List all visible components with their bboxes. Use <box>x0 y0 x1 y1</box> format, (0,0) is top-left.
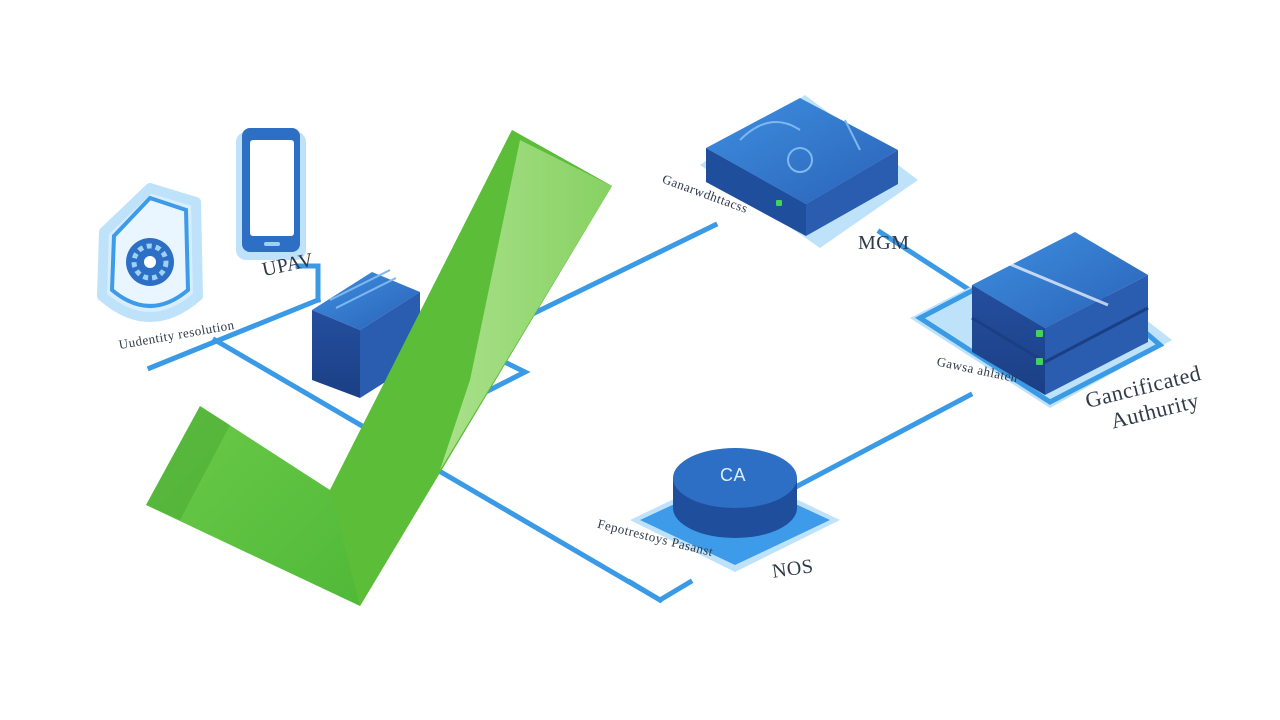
server-icon <box>312 269 420 398</box>
line-shield-base <box>146 296 322 372</box>
line-ca-to-right <box>786 391 974 494</box>
label-mgm: MGM <box>858 232 910 254</box>
server-box-icon <box>700 95 918 248</box>
line-phone-drop <box>295 263 321 303</box>
database-disk-icon <box>630 448 840 572</box>
line-client-to-top <box>516 221 719 324</box>
line-nos-tick <box>626 578 694 603</box>
label-ca: CA <box>720 465 747 485</box>
server-rack-icon <box>910 232 1172 408</box>
smartphone-icon <box>236 128 306 260</box>
checkmark-icon <box>146 130 612 606</box>
shield-gear-icon <box>97 183 203 322</box>
